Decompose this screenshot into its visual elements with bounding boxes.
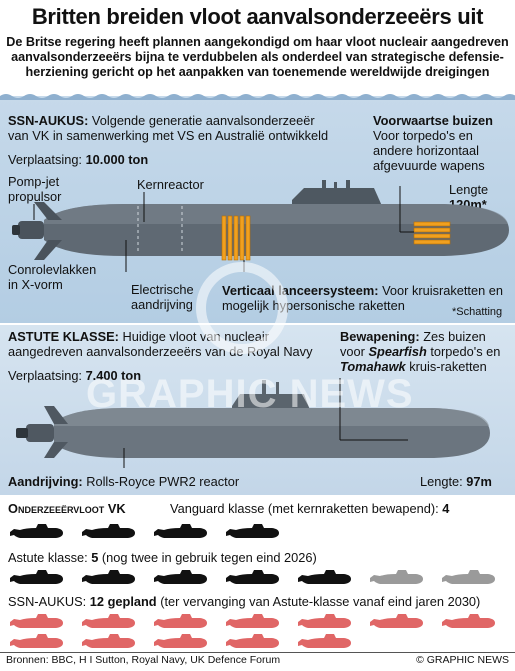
astute-planned-submarine-icon xyxy=(370,570,423,584)
astute-description: ASTUTE KLASSE: Huidige vloot van nucleai… xyxy=(8,329,333,359)
ssn-aukus-submarine-icon xyxy=(226,634,279,648)
ssn-fleet-text: SSN-AUKUS: 12 gepland (ter vervanging va… xyxy=(8,594,480,609)
astute-length-value: 97m xyxy=(466,474,492,489)
vanguard-submarine-icon xyxy=(154,524,207,538)
vanguard-count: 4 xyxy=(442,501,450,516)
page-title: Britten breiden vloot aanvalsonderzeeërs… xyxy=(31,4,484,29)
astute-name: ASTUTE KLASSE: xyxy=(8,329,119,344)
astute-length-label: Lengte: xyxy=(420,474,463,489)
ssn-aukus-submarine-icon xyxy=(10,614,63,628)
ssn-fleet-note: (ter vervanging van Astute-klasse vanaf … xyxy=(160,594,481,609)
astute-submarine-icon xyxy=(226,570,279,584)
ssn-aukus-submarine-icon xyxy=(370,614,423,628)
ssn-name: SSN-AUKUS: xyxy=(8,113,89,128)
footer-divider xyxy=(0,652,515,653)
astute-armament-post: kruis-raketten xyxy=(409,359,487,374)
ssn-fleet-row-2 xyxy=(6,633,511,651)
astute-displacement-label: Verplaatsing: xyxy=(8,368,82,383)
footer-sources: Bronnen: BBC, H I Sutton, Royal Navy, UK… xyxy=(6,654,281,666)
fleet-heading-row: Onderzeeërvloot VK xyxy=(8,501,126,516)
ssn-aukus-submarine-icon xyxy=(226,614,279,628)
astute-armament: Bewapening: Zes buizen voor Spearfish to… xyxy=(340,329,510,374)
footer-credit: © GRAPHIC NEWS xyxy=(416,654,509,666)
astute-planned-submarine-icon xyxy=(442,570,495,584)
ssn-electric-drive-label: Electrische aandrijving xyxy=(131,282,194,312)
astute-displacement: Verplaatsing: 7.400 ton xyxy=(8,368,141,383)
astute-submarine-icon xyxy=(154,570,207,584)
vanguard-submarine-icon xyxy=(82,524,135,538)
sea-surface xyxy=(0,94,515,100)
ssn-control-surfaces-label: Conrolevlakken in X-vorm xyxy=(8,262,97,292)
astute-armament-label: Bewapening: xyxy=(340,329,420,344)
ssn-aukus-submarine-icon xyxy=(82,634,135,648)
astute-fleet-row xyxy=(6,569,511,587)
watermark-logo xyxy=(196,262,288,354)
astute-submarine xyxy=(16,378,490,468)
ssn-displacement-label: Verplaatsing: xyxy=(8,152,82,167)
ssn-aukus-submarine-icon xyxy=(82,614,135,628)
astute-submarine-icon xyxy=(82,570,135,584)
ssn-aukus-submarine-icon xyxy=(298,634,351,648)
ssn-fleet-label: SSN-AUKUS: xyxy=(8,594,87,609)
fleet-heading: Onderzeeërvloot VK xyxy=(8,501,126,516)
ssn-desc-line2: van VK in samenwerking met VS en Austral… xyxy=(8,128,329,143)
ssn-aukus-submarine-icon xyxy=(298,614,351,628)
page-subtitle: De Britse regering heeft plannen aangeko… xyxy=(6,35,509,79)
astute-displacement-value: 7.400 ton xyxy=(85,368,142,383)
astute-fleet-text: Astute klasse: 5 (nog twee in gebruik te… xyxy=(8,550,317,565)
watermark-text: GRAPHIC NEWS xyxy=(86,372,414,416)
ssn-aukus-submarine-icon xyxy=(154,634,207,648)
astute-fleet-count: 5 xyxy=(91,550,99,565)
ssn-aukus-submarine-icon xyxy=(154,614,207,628)
ssn-fleet-row-1 xyxy=(6,613,511,631)
astute-spearfish: Spearfish xyxy=(368,344,427,359)
ssn-forward-tubes: Voorwaartse buizen Voor torpedo's en and… xyxy=(373,113,511,173)
vanguard-fleet-row xyxy=(6,523,511,541)
astute-drive: Aandrijving: Rolls-Royce PWR2 reactor xyxy=(8,474,239,489)
ssn-pumpjet-label: Pomp-jet propulsor xyxy=(8,174,62,204)
astute-drive-value: Rolls-Royce PWR2 reactor xyxy=(86,474,240,489)
ssn-forward-desc: Voor torpedo's en andere horizontaal afg… xyxy=(373,128,485,173)
vanguard-row: Vanguard klasse (met kernraketten bewape… xyxy=(170,501,449,516)
astute-tomahawk: Tomahawk xyxy=(340,359,406,374)
astute-submarine-icon xyxy=(10,570,63,584)
ssn-forward-title: Voorwaartse buizen xyxy=(373,113,493,128)
ssn-aukus-submarine-icon xyxy=(442,614,495,628)
astute-armament-pre: Zes buizen voor xyxy=(340,329,486,359)
ssn-displacement-value: 10.000 ton xyxy=(85,152,149,167)
ssn-aukus-submarine-icon xyxy=(10,634,63,648)
vanguard-label: Vanguard klasse (met kernraketten bewape… xyxy=(170,501,439,516)
astute-submarine-icon xyxy=(298,570,351,584)
ssn-desc-line1: Volgende generatie aanvalsonderzeeër xyxy=(91,113,315,128)
ssn-estimate-note: *Schatting xyxy=(452,306,503,318)
astute-fleet-label: Astute klasse: xyxy=(8,550,88,565)
ssn-fleet-count: 12 gepland xyxy=(89,594,157,609)
astute-length: Lengte: 97m xyxy=(420,474,492,489)
ssn-length-label: Lengte xyxy=(449,182,489,197)
vanguard-submarine-icon xyxy=(10,524,63,538)
ssn-displacement: Verplaatsing: 10.000 ton xyxy=(8,152,148,167)
astute-drive-label: Aandrijving: xyxy=(8,474,83,489)
ssn-aukus-submarine xyxy=(12,180,509,272)
ssn-description: SSN-AUKUS: Volgende generatie aanvalsond… xyxy=(8,113,368,143)
astute-armament-mid: torpedo's en xyxy=(430,344,501,359)
vanguard-submarine-icon xyxy=(226,524,279,538)
astute-fleet-note: (nog twee in gebruik tegen eind 2026) xyxy=(101,550,317,565)
ssn-reactor-label: Kernreactor xyxy=(137,177,204,192)
